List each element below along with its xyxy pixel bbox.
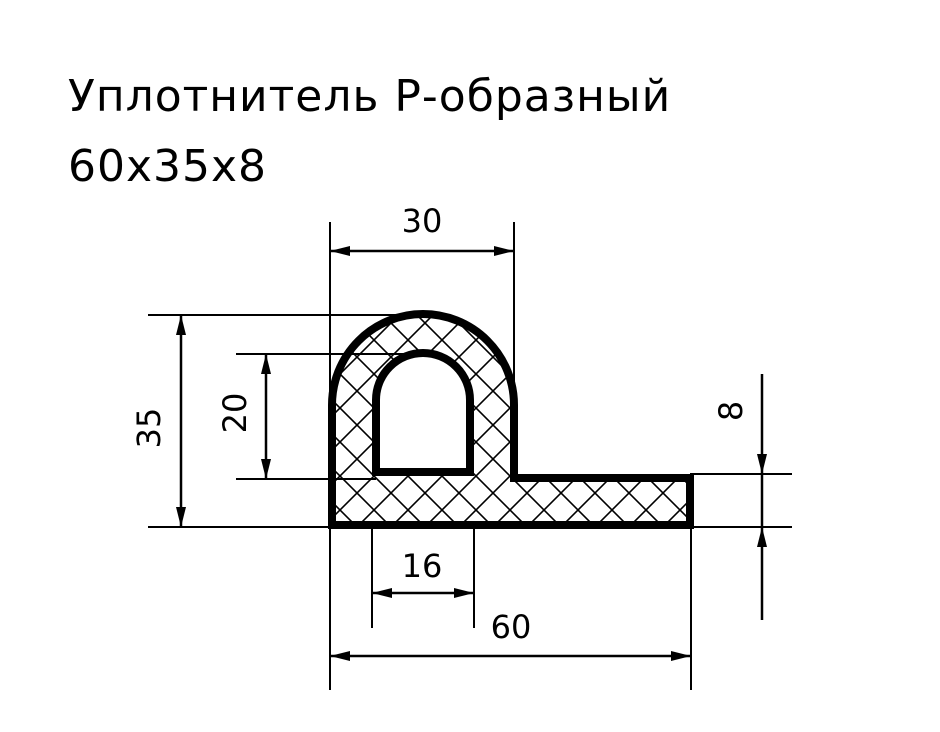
dimension-lines: [176, 246, 767, 661]
seal-profile: [328, 310, 694, 529]
seal-inner-cavity: [372, 349, 474, 476]
seal-outer-contour: [328, 310, 694, 529]
dim-label-inner-width: 16: [402, 547, 443, 585]
title-size: 60x35x8: [68, 141, 268, 192]
dim-label-height-total: 35: [130, 408, 168, 449]
title-block: Уплотнитель Р-образный 60x35x8: [68, 62, 671, 202]
dim-label-width-top: 30: [402, 202, 443, 240]
dim-label-width-total: 60: [491, 608, 532, 646]
dim-label-thickness: 8: [712, 401, 750, 421]
title-name: Уплотнитель Р-образный: [68, 71, 672, 122]
dim-label-height-inner: 20: [216, 393, 254, 434]
